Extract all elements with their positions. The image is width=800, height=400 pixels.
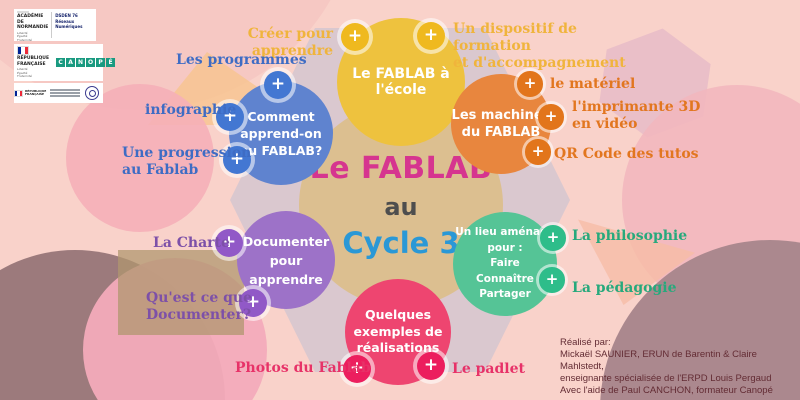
deco-circle-midleft [66,84,214,232]
academie-motto: Liberté Égalité Fraternité [17,30,32,42]
label-qr-code-des-tutos: QR Code des tutos [554,146,699,162]
plus-icon: + [238,288,268,318]
french-flag-icon [14,89,23,97]
bubble-lieu-label: Un lieu aménagé pour : Faire Connaître P… [455,226,555,301]
erpd-round-stamp-icon [85,86,100,100]
label-imprimante-3d-video: l'imprimante 3D en vidéo [572,99,701,132]
erpd-republique-name: RÉPUBLIQUE FRANÇAISE [25,88,47,96]
plus-button-le-materiel[interactable]: + [514,68,546,100]
logo-academie-normandie: ACADÉMIE DE NORMANDIE Liberté Égalité Fr… [14,9,96,41]
plus-button-les-programmes[interactable]: + [260,67,296,103]
academie-identity: ACADÉMIE DE NORMANDIE Liberté Égalité Fr… [14,9,51,41]
plus-button-le-padlet[interactable]: + [413,348,449,384]
plus-icon: + [525,139,551,165]
label-une-progression-au-fablab: Une progression au Fablab [122,145,252,178]
republique-name: RÉPUBLIQUE FRANÇAISE [17,56,50,67]
plus-button-creer-pour-apprendre[interactable]: + [337,19,373,55]
plus-button-la-charte[interactable]: + [211,225,247,261]
plus-icon: + [222,145,252,175]
label-les-programmes: Les programmes [176,52,307,68]
label-infographie: infographie [145,102,237,118]
label-la-pedagogie: La pédagogie [572,280,677,296]
title-cycle-3: Cycle 3 [342,225,460,260]
title-au: au [384,192,418,221]
plus-icon: + [342,354,372,384]
logo-divider [51,12,53,38]
plus-icon: + [263,70,293,100]
plus-button-qr-code-tutos[interactable]: + [522,136,554,168]
title-le-fablab: Le FABLAB [309,150,493,186]
label-la-philosophie: La philosophie [572,228,688,244]
plus-icon: + [215,102,245,132]
bubble-comment-label: Comment apprend-on au FABLAB? [240,108,323,158]
canope-letter: O [86,58,96,67]
label-la-charte: La Charte [153,235,230,251]
plus-icon: + [517,71,543,97]
label-quest-ce-que-documenter: Qu'est ce que Documenter? [146,290,252,323]
bubble-documenter-label: Documenter pour apprendre [242,233,330,287]
canope-letter: A [66,58,76,67]
republique-motto: Liberté Égalité Fraternité [17,67,32,78]
plus-button-la-philosophie[interactable]: + [537,222,569,254]
plus-button-une-progression[interactable]: + [219,142,255,178]
plus-icon: + [539,267,565,293]
label-le-materiel: le matériel [550,76,636,92]
plus-icon: + [214,228,244,258]
plus-icon: + [538,104,564,130]
plus-button-la-pedagogie[interactable]: + [536,264,568,296]
label-creer-pour-apprendre: Créer pour apprendre [247,26,333,59]
plus-button-quest-ce-que-documenter[interactable]: + [235,285,271,321]
bubble-machines-label: Les machines du FABLAB [451,108,551,140]
bubble-documenter[interactable]: Documenter pour apprendre [237,211,335,309]
logo-republique-canope: RÉPUBLIQUE FRANÇAISE Liberté Égalité Fra… [14,44,116,81]
erpd-smallprint-lines [50,89,81,97]
logo-ecole-erpd: RÉPUBLIQUE FRANÇAISE [14,83,103,103]
dsden-text: DSDEN 76 Réseaux Numériques [55,13,83,29]
plus-icon: + [340,22,370,52]
canope-letter: N [76,58,86,67]
french-flag-icon [17,11,29,13]
label-dispositif-formation: Un dispositif de formation et d'accompag… [453,21,626,71]
plus-button-dispositif-formation[interactable]: + [413,18,449,54]
academie-name: ACADÉMIE DE NORMANDIE [17,14,49,30]
label-photos-du-fablab: Photos du Fablab [235,360,371,376]
canope-letter: P [96,58,106,67]
plus-icon: + [416,351,446,381]
label-le-padlet: Le padlet [452,361,525,377]
plus-button-infographie[interactable]: + [212,99,248,135]
republique-identity: RÉPUBLIQUE FRANÇAISE Liberté Égalité Fra… [14,44,52,81]
plus-icon: + [540,225,566,251]
plus-button-imprimante-3d[interactable]: + [535,101,567,133]
plus-icon: + [416,21,446,51]
canope-letter: C [56,58,66,67]
french-flag-icon [17,46,29,55]
canope-letter: É [106,58,116,67]
deco-square-khaki [118,250,244,335]
bubble-fablab-ecole-label: Le FABLAB à l'école [352,66,450,98]
plus-button-photos-du-fablab[interactable]: + [339,351,375,387]
canope-logo: C A N O P É [56,58,116,67]
credits-text: Réalisé par: Mickaël SAUNIER, ERUN de Ba… [560,337,773,396]
